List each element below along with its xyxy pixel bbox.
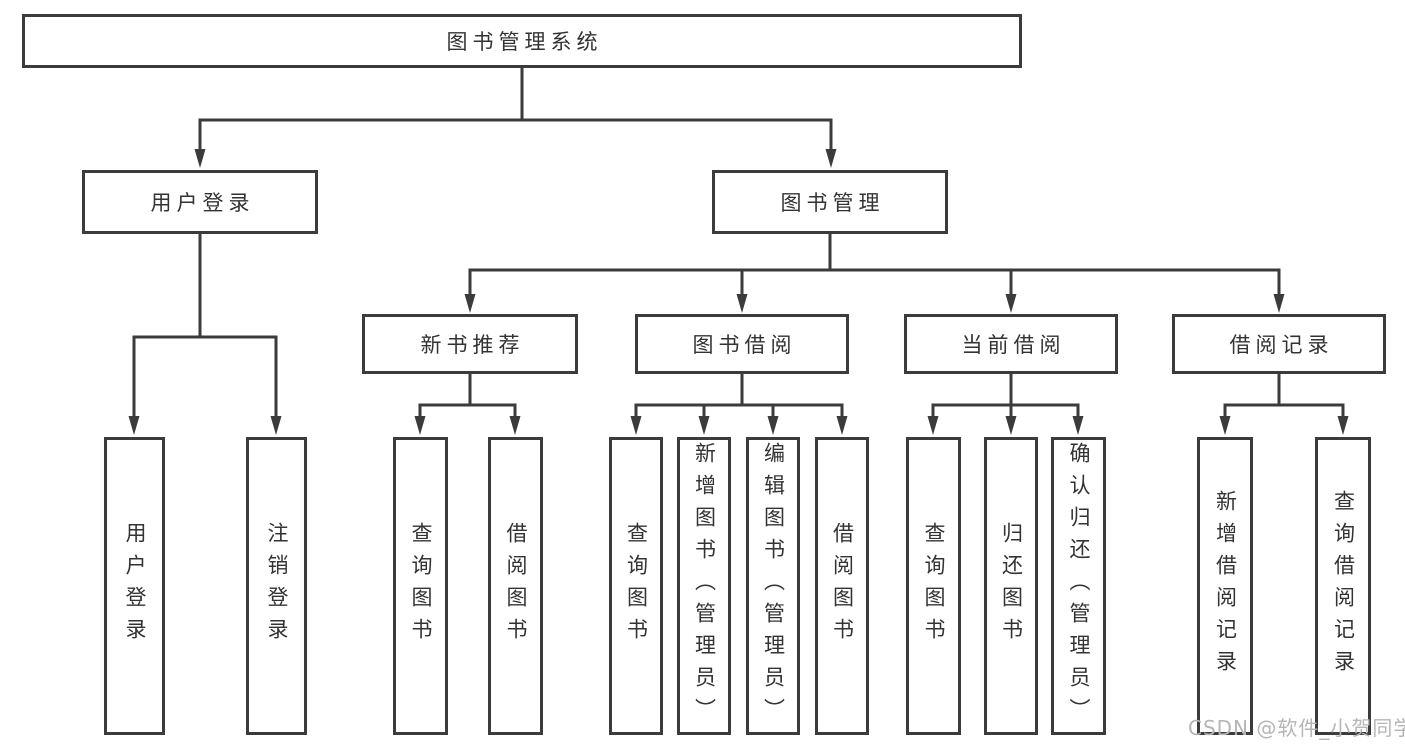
leaf-confirm-return-admin: 确认归还（管理员） xyxy=(1051,437,1106,735)
node-new-book-recommendation: 新书推荐 xyxy=(362,314,578,374)
node-library-system: 图书管理系统 xyxy=(22,14,1022,68)
leaf-query-borrow-record: 查询借阅记录 xyxy=(1315,437,1371,735)
node-user-login: 用户登录 xyxy=(82,170,318,234)
node-book-borrowing: 图书借阅 xyxy=(635,314,849,374)
leaf-return-books: 归还图书 xyxy=(984,437,1038,735)
leaf-query-books-recommend: 查询图书 xyxy=(393,437,448,735)
leaf-query-books-current: 查询图书 xyxy=(906,437,961,735)
leaf-query-books-borrow: 查询图书 xyxy=(609,437,663,735)
leaf-logout: 注销登录 xyxy=(246,437,307,735)
node-current-borrowing: 当前借阅 xyxy=(904,314,1118,374)
leaf-add-borrow-record: 新增借阅记录 xyxy=(1197,437,1253,735)
leaf-borrow-books-recommend: 借阅图书 xyxy=(488,437,543,735)
leaf-edit-books-admin: 编辑图书（管理员） xyxy=(746,437,800,735)
leaf-user-login: 用户登录 xyxy=(104,437,165,735)
leaf-add-books-admin: 新增图书（管理员） xyxy=(677,437,731,735)
csdn-watermark: CSDN @软件_小贺同学 xyxy=(1188,716,1405,740)
node-borrowing-records: 借阅记录 xyxy=(1172,314,1386,374)
leaf-borrow-books: 借阅图书 xyxy=(815,437,869,735)
node-book-management: 图书管理 xyxy=(712,170,948,234)
